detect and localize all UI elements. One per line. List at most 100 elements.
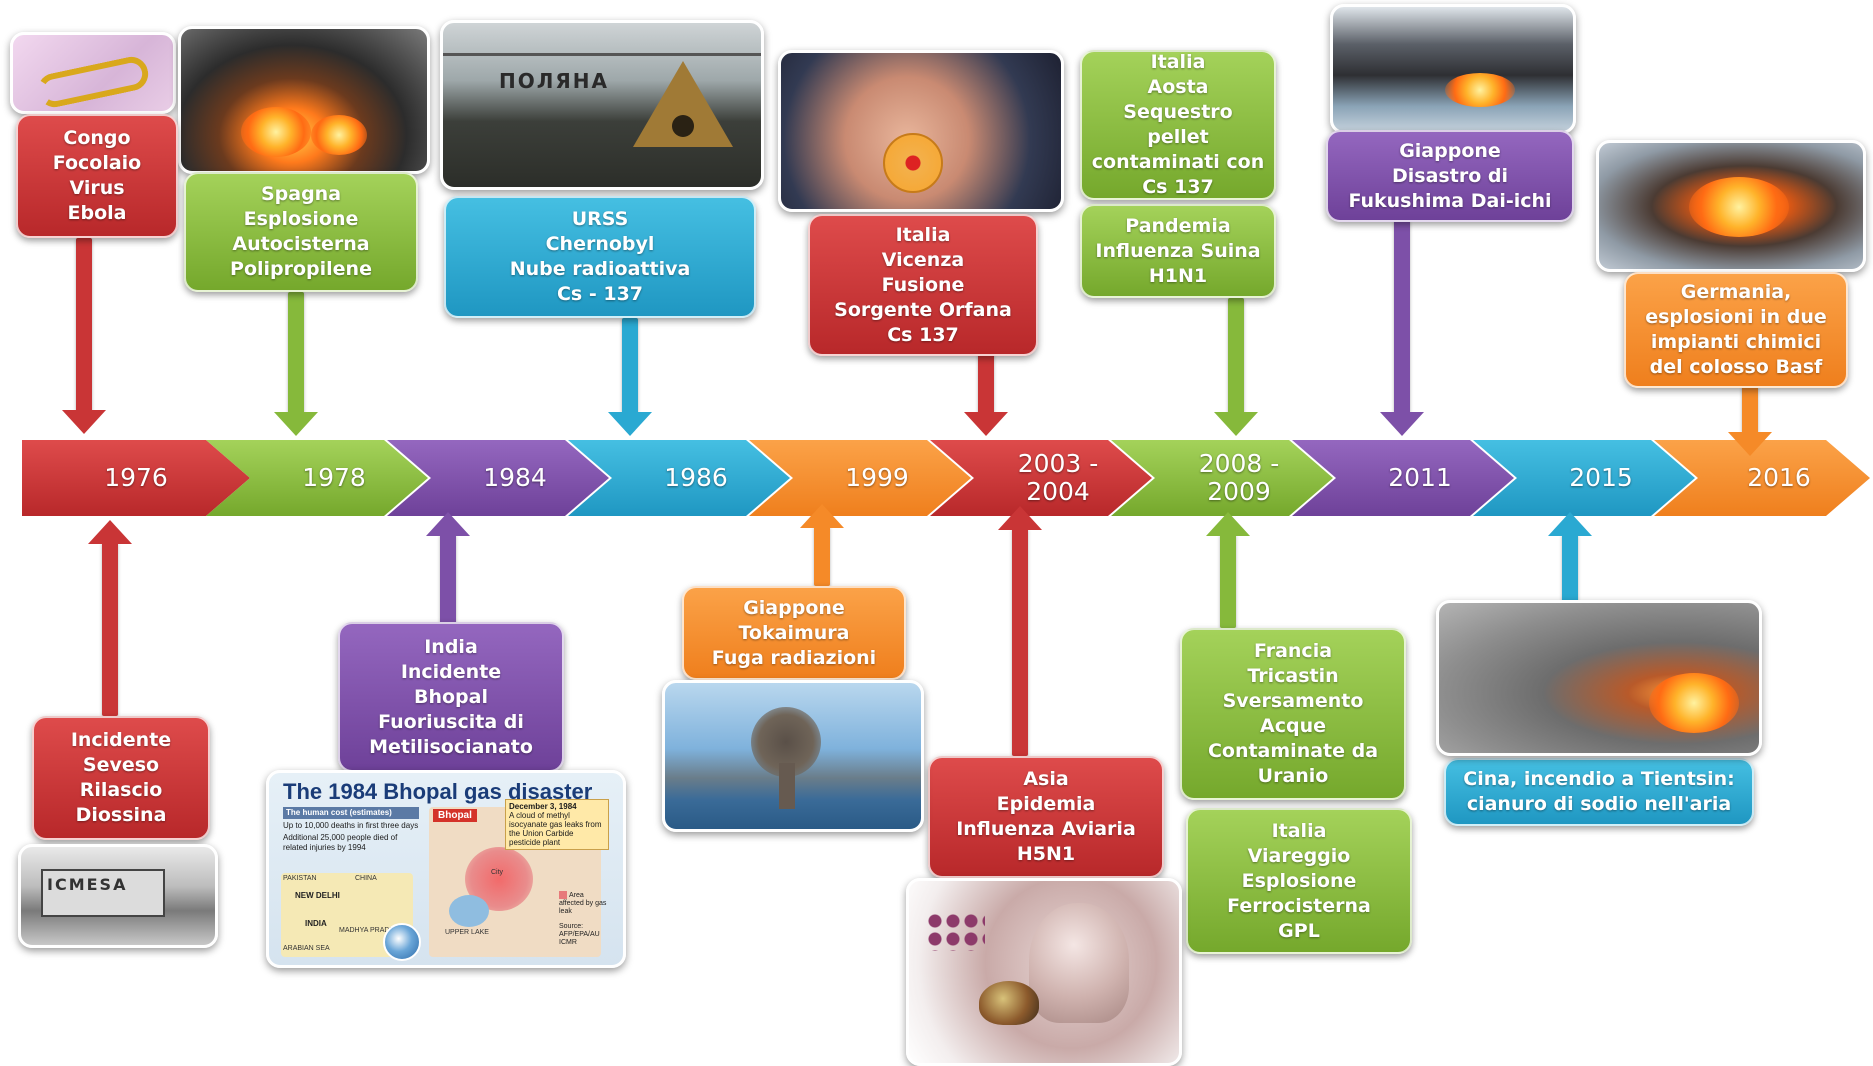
event-spagna-esplosione: Spagna Esplosione Autocisterna Polipropi…: [184, 172, 418, 292]
event-line: Seveso: [82, 754, 160, 776]
event-line: Tricastin: [1247, 665, 1339, 687]
bhopal-callout: December 3, 1984 A cloud of methyl isocy…: [505, 799, 609, 850]
event-line: Viareggio: [1247, 844, 1351, 867]
event-giappone-fukushima: Giappone Disastro di Fukushima Dai-ichi: [1326, 130, 1574, 222]
human-cost-line: Up to 10,000 deaths in first three days: [283, 821, 419, 830]
map-label: INDIA: [305, 919, 327, 928]
avian-flu-illustration: [906, 878, 1182, 1066]
event-urss-chernobyl: URSS Chernobyl Nube radioattiva Cs - 137: [444, 196, 756, 318]
arrow-2015: [1548, 512, 1592, 602]
event-line: Giappone: [743, 596, 845, 619]
event-line: Esplosione: [243, 208, 359, 230]
event-line: Asia: [1023, 768, 1069, 790]
event-line: H5N1: [1016, 843, 1076, 865]
event-line: Uranio: [1257, 765, 1329, 787]
event-line: del colosso Basf: [1649, 356, 1823, 378]
event-congo-ebola: Congo Focolaio Virus Ebola: [16, 114, 178, 238]
seveso-icmesa-photo: ICMESA: [18, 844, 218, 948]
map-label: MADHYA PRADESH: [339, 927, 404, 934]
event-asia-aviaria: Asia Epidemia Influenza Aviaria H5N1: [928, 756, 1164, 878]
spain-explosion-photo: [178, 26, 430, 174]
event-italia-aosta: Italia Aosta Sequestro pellet contaminat…: [1080, 50, 1276, 200]
orphan-source-photo: [778, 50, 1064, 212]
event-germania-basf: Germania, esplosioni in due impianti chi…: [1624, 272, 1848, 388]
bhopal-legend: Area affected by gas leak: [559, 891, 609, 916]
arrow-1984: [426, 512, 470, 624]
event-line: Acque: [1260, 715, 1326, 737]
map-label: ARABIAN SEA: [283, 945, 330, 952]
event-line: Fuoriuscita di: [378, 710, 524, 733]
globe-icon: [383, 923, 421, 961]
event-line: impianti chimici: [1650, 331, 1822, 353]
event-incidente-seveso: Incidente Seveso Rilascio Diossina: [32, 716, 210, 840]
human-cost-line: Additional 25,000 people died of related…: [283, 833, 398, 852]
event-line: Rilascio: [79, 779, 163, 801]
event-line: Germania,: [1680, 281, 1792, 303]
event-line: Contaminate da: [1207, 740, 1379, 762]
event-line: Fukushima Dai-ichi: [1348, 189, 1552, 212]
arrow-1999: [800, 504, 844, 586]
tientsin-fire-photo: [1436, 600, 1762, 756]
event-line: esplosioni in due: [1645, 306, 1827, 328]
event-giappone-tokaimura: Giappone Tokaimura Fuga radiazioni: [682, 586, 906, 680]
timeline-year: 1999: [845, 463, 909, 492]
timeline-year: 2008 - 2009: [1198, 449, 1280, 506]
timeline-segment-1986: 1986: [568, 440, 790, 516]
event-italia-vicenza: Italia Vicenza Fusione Sorgente Orfana C…: [808, 214, 1038, 356]
event-line: Aosta: [1147, 76, 1209, 98]
arrow-2003-top: [964, 352, 1008, 436]
ebola-virus-photo: [10, 32, 176, 114]
event-line: Tokaimura: [738, 621, 850, 644]
event-line: Francia: [1253, 640, 1333, 662]
timeline-segment-1976: 1976: [22, 440, 250, 516]
timeline-year: 2015: [1569, 463, 1633, 492]
event-line: Sequestro pellet: [1123, 101, 1233, 148]
event-cina-tientsin: Cina, incendio a Tientsin: cianuro di so…: [1444, 758, 1754, 826]
timeline-year: 1976: [104, 463, 168, 492]
event-francia-tricastin: Francia Tricastin Sversamento Acque Cont…: [1180, 628, 1406, 800]
event-line: Esplosione: [1241, 869, 1357, 892]
event-line: Cina, incendio a Tientsin:: [1463, 768, 1735, 790]
arrow-2008-top: [1214, 298, 1258, 436]
event-line: Virus: [69, 177, 125, 199]
callout-date: December 3, 1984: [509, 802, 577, 811]
fukushima-photo: [1330, 4, 1576, 134]
event-line: URSS: [571, 208, 629, 230]
arrow-2011: [1380, 220, 1424, 436]
event-line: Cs 137: [1142, 176, 1214, 198]
event-line: Metilisocianato: [369, 735, 533, 758]
map-label: CHINA: [355, 875, 377, 882]
basf-explosion-photo: [1596, 140, 1866, 272]
map-label: UPPER LAKE: [445, 929, 489, 936]
map-label: PAKISTAN: [283, 875, 317, 882]
event-line: Fuga radiazioni: [711, 646, 877, 669]
seveso-sign-text: ICMESA: [47, 875, 128, 894]
arrow-2008-bottom: [1206, 512, 1250, 628]
map-label: NEW DELHI: [295, 891, 340, 900]
event-line: Cs - 137: [556, 283, 644, 305]
timeline-year: 2011: [1388, 463, 1452, 492]
bhopal-infographic: The 1984 Bhopal gas disaster The human c…: [266, 770, 626, 968]
map-label: City: [491, 869, 504, 876]
event-line: Giappone: [1399, 139, 1501, 162]
event-line: contaminati con: [1091, 151, 1265, 173]
estimates-label: (estimates): [349, 808, 392, 817]
event-line: Epidemia: [996, 793, 1096, 815]
event-pandemia-suina: Pandemia Influenza Suina H1N1: [1080, 204, 1276, 298]
arrow-1976-bottom: [88, 520, 132, 716]
bhopal-source: Source: AFP/EPA/AU ICMR: [559, 923, 600, 946]
event-line: Incidente: [400, 660, 502, 683]
event-line: Bhopal: [414, 685, 488, 708]
arrow-1978: [274, 292, 318, 436]
upper-lake: [449, 895, 489, 927]
event-line: Focolaio: [52, 152, 142, 174]
event-line: Congo: [63, 127, 131, 149]
timeline-year: 1986: [664, 463, 728, 492]
timeline-year: 2016: [1747, 463, 1811, 492]
event-line: Ferrocisterna: [1227, 894, 1371, 917]
event-line: Diossina: [75, 804, 167, 826]
event-line: Fusione: [881, 273, 965, 296]
event-line: cianuro di sodio nell'aria: [1466, 793, 1732, 815]
event-line: Disastro di: [1392, 164, 1508, 187]
